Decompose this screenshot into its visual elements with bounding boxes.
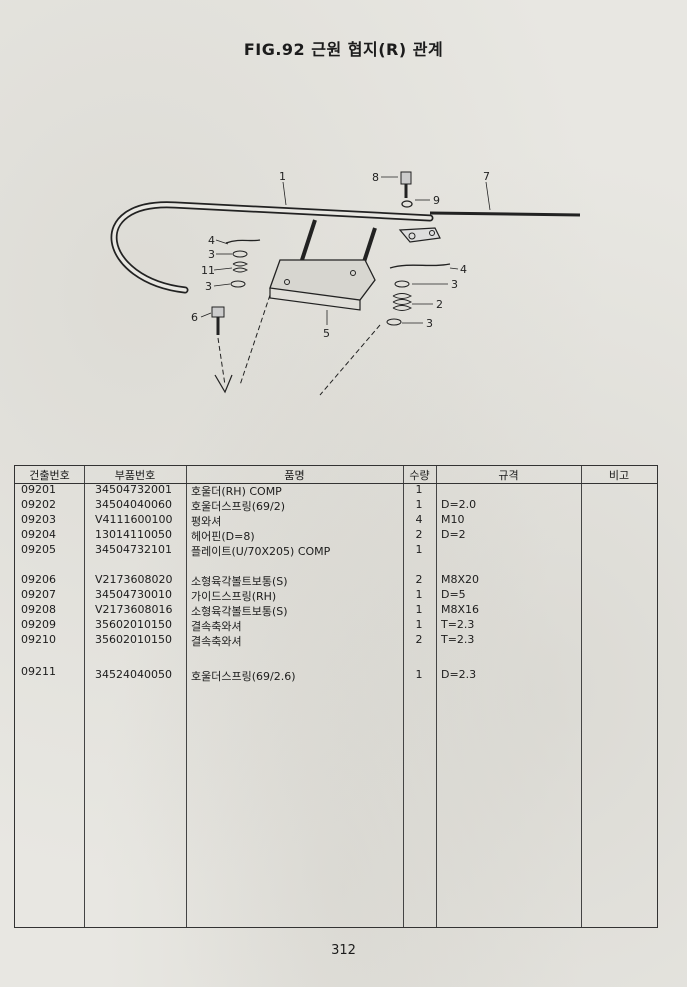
- row-quantity: 1: [415, 543, 423, 556]
- header-code: 건출번호: [29, 469, 70, 482]
- row-quantity: 1: [415, 603, 423, 616]
- table-row: 09207 34504730010 가이드스프링(RH) 1 D=5: [15, 588, 657, 603]
- row-quantity: 1: [415, 498, 423, 511]
- row-quantity: 2: [415, 528, 423, 541]
- table-row: 09202 34504040060 호울더스프링(69/2) 1 D=2.0: [15, 498, 657, 513]
- col-divider: [403, 466, 404, 927]
- row-code: 09208: [21, 603, 56, 616]
- callout-3-right-lower: 3: [426, 317, 433, 330]
- table-row: 09210 35602010150 결속축와셔 2 T=2.3: [15, 633, 657, 648]
- callout-7: 7: [483, 170, 490, 183]
- table-row: 09203 V4111600100 평와셔 4 M10: [15, 513, 657, 528]
- row-part-name: 헤어핀(D=8): [191, 530, 255, 543]
- row-code: 09209: [21, 618, 56, 631]
- row-quantity: 2: [415, 573, 423, 586]
- row-part-name: 호울더스프링(69/2): [191, 500, 286, 513]
- callout-9: 9: [433, 194, 440, 207]
- row-spec: T=2.3: [441, 618, 475, 631]
- table-row: 09208 V2173608016 소형육각볼트보통(S) 1 M8X16: [15, 603, 657, 618]
- page-title: FIG.92 근원 협지(R) 관계: [243, 40, 444, 59]
- row-part-number: 34504732001: [95, 483, 172, 496]
- row-code: 09206: [21, 573, 56, 586]
- callout-8: 8: [372, 171, 379, 184]
- row-code: 09205: [21, 543, 56, 556]
- row-quantity: 4: [415, 513, 423, 526]
- row-part-name: 가이드스프링(RH): [191, 590, 277, 603]
- table-row: 09201 34504732001 호울더(RH) COMP 1: [15, 483, 657, 498]
- row-part-name: 플레이트(U/70X205) COMP: [191, 545, 331, 558]
- table-row: 09205 34504732101 플레이트(U/70X205) COMP 1: [15, 543, 657, 558]
- col-divider: [581, 466, 582, 927]
- row-quantity: 1: [415, 618, 423, 631]
- row-quantity: 1: [415, 588, 423, 601]
- callout-1: 1: [279, 170, 286, 183]
- header-quantity: 수량: [409, 469, 430, 482]
- header-part-name: 품명: [284, 469, 305, 482]
- header-note: 비고: [608, 469, 630, 482]
- row-part-number: 34524040050: [95, 668, 172, 681]
- parts-table: 건출번호 부품번호 품명 수량 규격 비고 09201 34504732001 …: [14, 465, 658, 928]
- row-code: 09210: [21, 633, 56, 646]
- row-part-number: 34504732101: [95, 543, 172, 556]
- callout-3-left-upper: 3: [208, 248, 215, 261]
- row-spec: D=2.0: [441, 498, 477, 511]
- row-spec: D=2: [441, 528, 466, 541]
- row-part-number: 35602010150: [95, 633, 172, 646]
- row-spec: D=5: [441, 588, 466, 601]
- col-divider: [84, 466, 85, 927]
- row-quantity: 1: [415, 668, 423, 681]
- row-quantity: 1: [415, 483, 423, 496]
- col-divider: [436, 466, 437, 927]
- row-part-number: 13014110050: [95, 528, 172, 541]
- callout-2: 2: [436, 298, 443, 311]
- row-part-name: 호울더스프링(69/2.6): [191, 670, 296, 683]
- exploded-parts-diagram: 1 7 8 9 4 3 11 3 6 5 4 3 2 3: [110, 170, 581, 396]
- callout-11: 11: [201, 264, 215, 277]
- row-code: 09204: [21, 528, 56, 541]
- row-part-number: 35602010150: [95, 618, 172, 631]
- callout-6: 6: [191, 311, 198, 324]
- row-part-name: 결속축와셔: [191, 635, 242, 648]
- table-row: 09209 35602010150 결속축와셔 1 T=2.3: [15, 618, 657, 633]
- row-spec: T=2.3: [441, 633, 475, 646]
- row-part-name: 호울더(RH) COMP: [191, 485, 282, 498]
- col-divider: [186, 466, 187, 927]
- row-part-name: 소형육각볼트보통(S): [191, 575, 288, 588]
- row-spec: M8X16: [441, 603, 480, 616]
- row-code: 09201: [21, 483, 56, 496]
- row-spec: D=2.3: [441, 668, 477, 681]
- table-header: 건출번호 부품번호 품명 수량 규격 비고: [15, 466, 657, 484]
- row-part-number: V2173608020: [95, 573, 173, 586]
- row-part-number: V2173608016: [95, 603, 173, 616]
- row-part-number: 34504730010: [95, 588, 172, 601]
- header-spec: 규격: [498, 469, 519, 482]
- callout-4-left: 4: [208, 234, 215, 247]
- table-row: 09206 V2173608020 소형육각볼트보통(S) 2 M8X20: [15, 573, 657, 588]
- header-part-number: 부품번호: [114, 469, 156, 482]
- row-part-number: V4111600100: [95, 513, 173, 526]
- row-part-number: 34504040060: [95, 498, 172, 511]
- row-part-name: 평와셔: [191, 515, 222, 528]
- callout-3-left-lower: 3: [205, 280, 212, 293]
- row-quantity: 2: [415, 633, 423, 646]
- callout-3-right-upper: 3: [451, 278, 458, 291]
- callout-5: 5: [323, 327, 330, 340]
- row-part-name: 결속축와셔: [191, 620, 242, 633]
- row-code: 09211: [21, 665, 56, 678]
- page-number: 312: [331, 943, 356, 958]
- table-row: 09211 34524040050 호울더스프링(69/2.6) 1 D=2.3: [15, 665, 657, 683]
- row-spec: M8X20: [441, 573, 480, 586]
- row-code: 09203: [21, 513, 56, 526]
- row-part-name: 소형육각볼트보통(S): [191, 605, 288, 618]
- row-spec: M10: [441, 513, 465, 526]
- table-row: 09204 13014110050 헤어핀(D=8) 2 D=2: [15, 528, 657, 543]
- row-code: 09202: [21, 498, 56, 511]
- row-code: 09207: [21, 588, 56, 601]
- callout-4-right: 4: [460, 263, 467, 276]
